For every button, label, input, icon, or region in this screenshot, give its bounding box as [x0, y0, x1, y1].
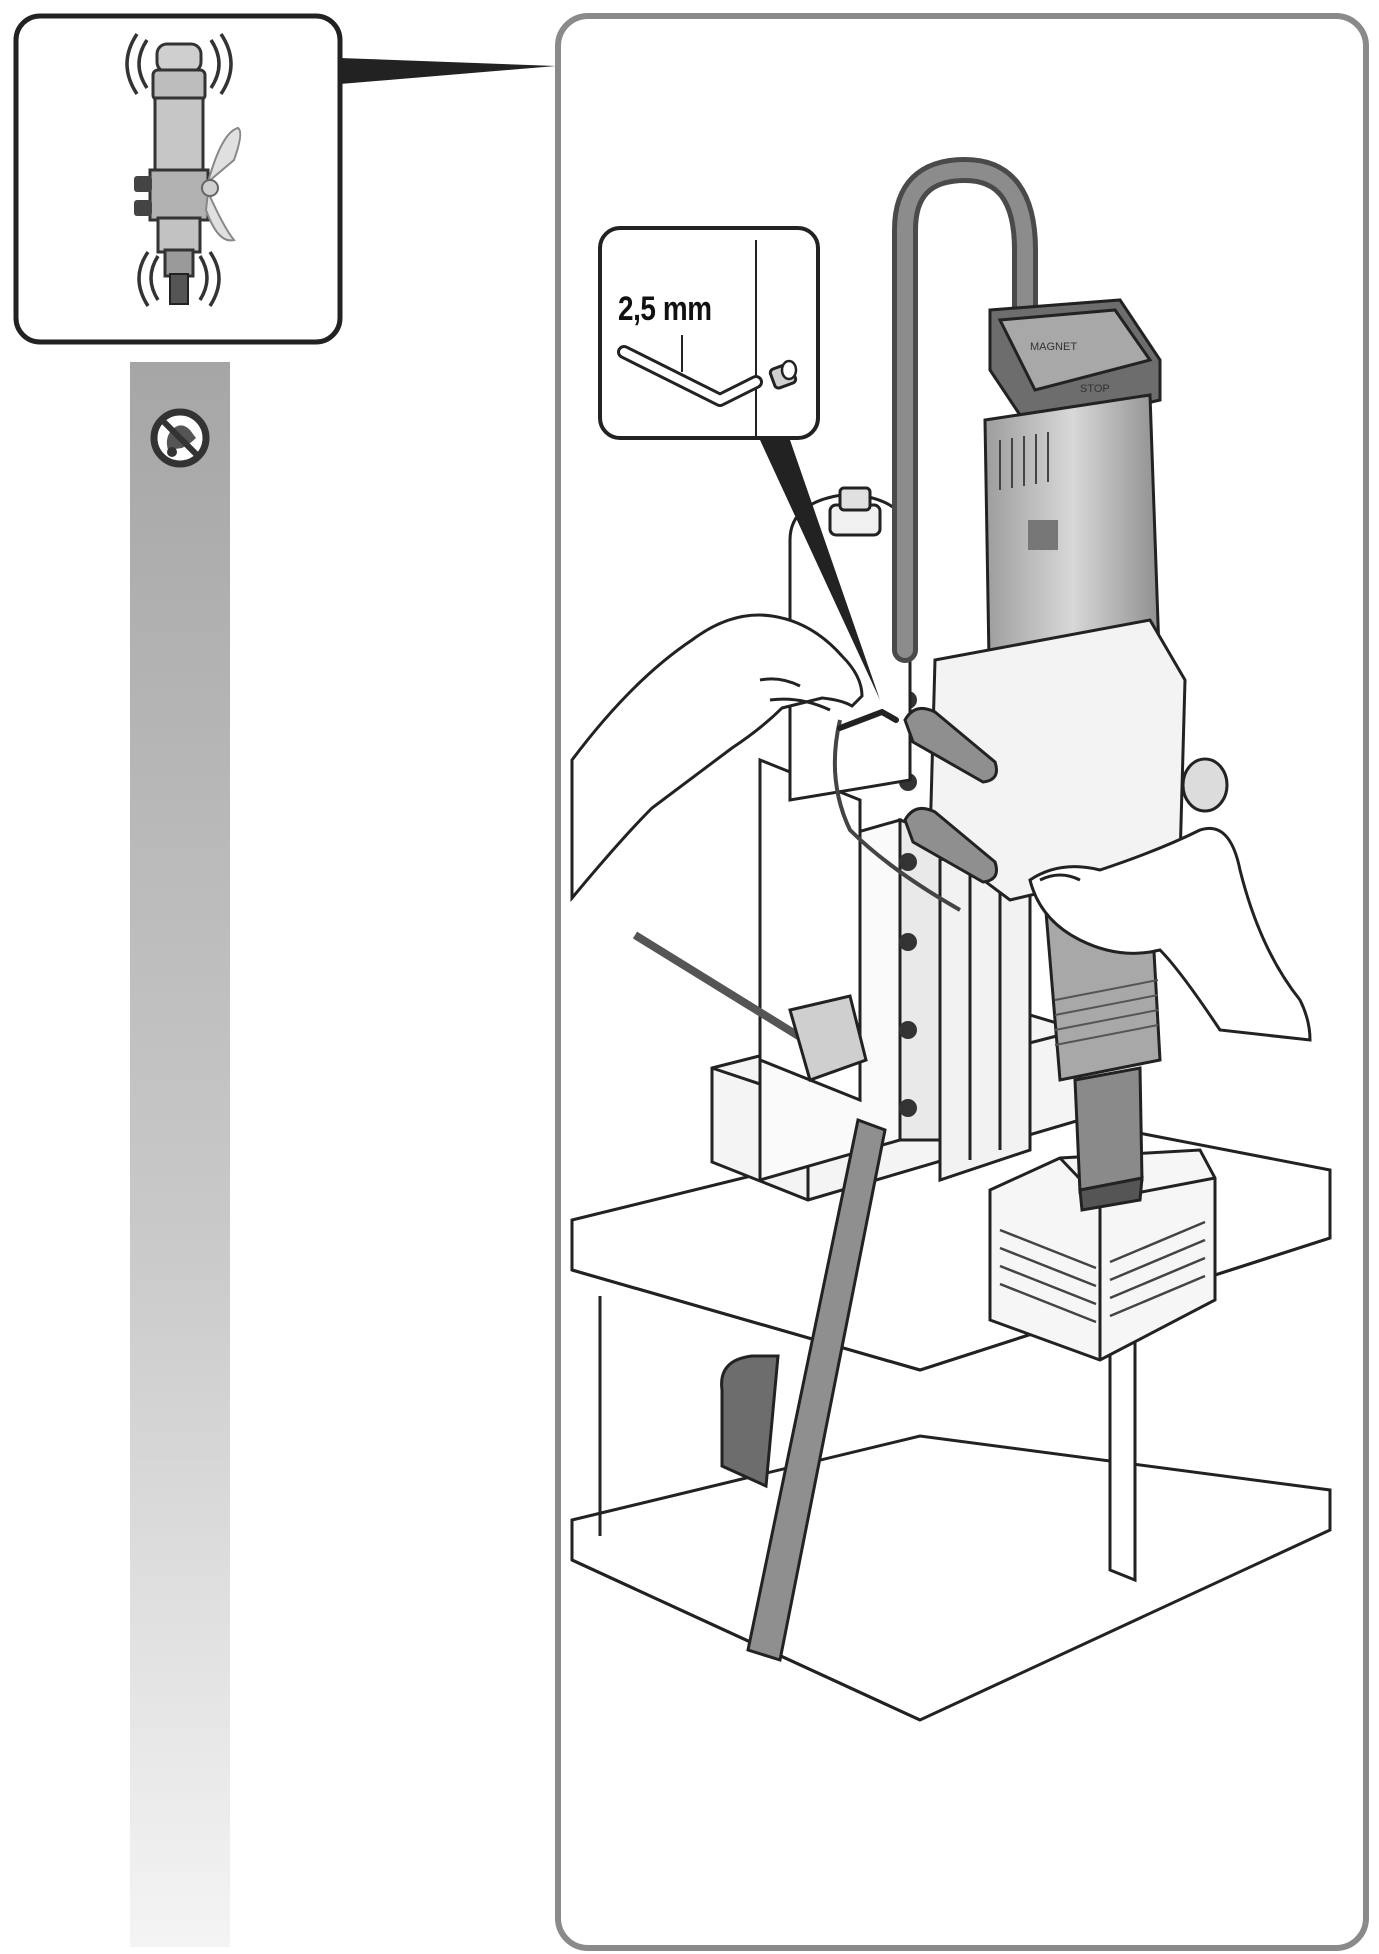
gray-step-bar	[130, 362, 230, 1947]
no-touch-rotating-cutter-icon	[150, 408, 210, 468]
hex-key-in-hand	[837, 708, 899, 731]
drill-motor	[928, 298, 1229, 1212]
coolant-tank	[788, 486, 912, 802]
panel-label-stop: STOP	[1080, 383, 1110, 395]
callout-pointer	[760, 440, 880, 700]
coolant-hose	[632, 719, 961, 1082]
drill-motor-vibration-icon	[125, 33, 242, 307]
left-hand	[570, 613, 864, 903]
hex-key-size-label: 2,5 mm	[618, 290, 712, 328]
right-hand	[1028, 827, 1312, 1042]
detail-callout-frame	[598, 226, 820, 440]
panel-label-magnet: MAGNET	[1030, 341, 1077, 353]
thumbnail-connector	[340, 58, 556, 84]
set-screw-icon	[768, 359, 798, 390]
feed-levers	[903, 706, 998, 884]
safety-strap	[720, 1117, 887, 1662]
hex-key-icon	[617, 345, 763, 407]
